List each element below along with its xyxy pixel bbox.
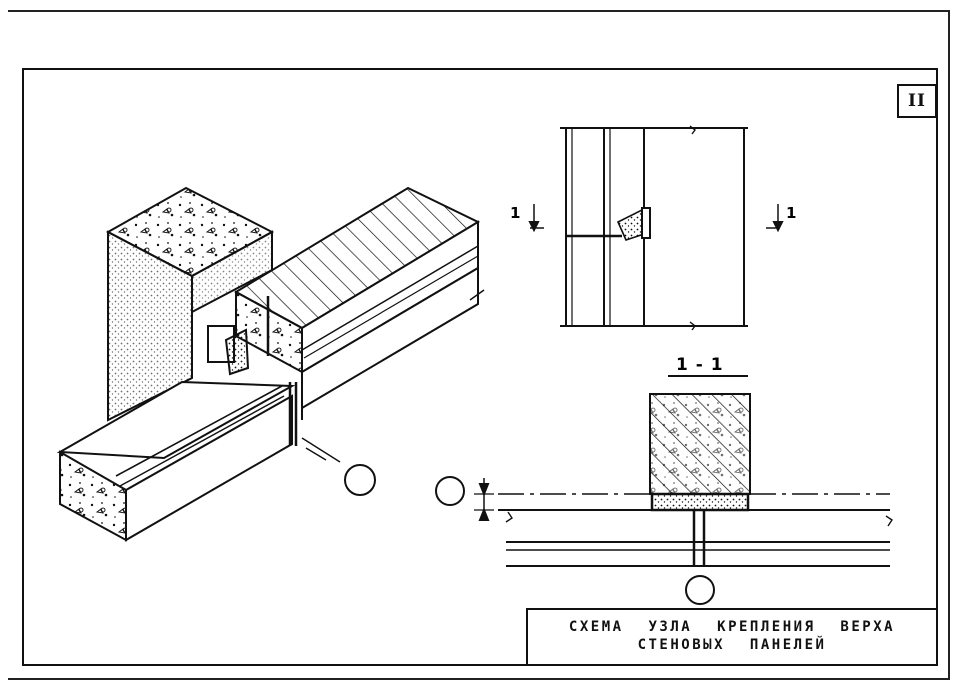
- outer-frame: [8, 10, 950, 680]
- detail-callout-bottom: [685, 575, 715, 605]
- column: [105, 186, 275, 422]
- isometric-view: [56, 186, 485, 542]
- detail-callout-iso: [344, 464, 376, 496]
- detail-callout-left: [435, 476, 465, 506]
- title-line-2: СТЕНОВЫХ ПАНЕЛЕЙ: [637, 637, 827, 653]
- drawing-border: [22, 68, 938, 666]
- section-label: 1 - 1: [676, 355, 724, 375]
- sheet-number: II: [897, 84, 937, 118]
- panel-right-lower: [301, 266, 485, 420]
- lower-panel-beam: [56, 380, 296, 542]
- title-block: СХЕМА УЗЛА КРЕПЛЕНИЯ ВЕРХА СТЕНОВЫХ ПАНЕ…: [526, 608, 936, 664]
- elevation-view: [528, 125, 784, 331]
- section-mark-left: 1: [510, 204, 520, 222]
- section-view: [435, 393, 893, 605]
- joint-anchor: [207, 325, 341, 463]
- title-line-1: СХЕМА УЗЛА КРЕПЛЕНИЯ ВЕРХА: [568, 619, 896, 635]
- section-mark-right: 1: [786, 204, 796, 222]
